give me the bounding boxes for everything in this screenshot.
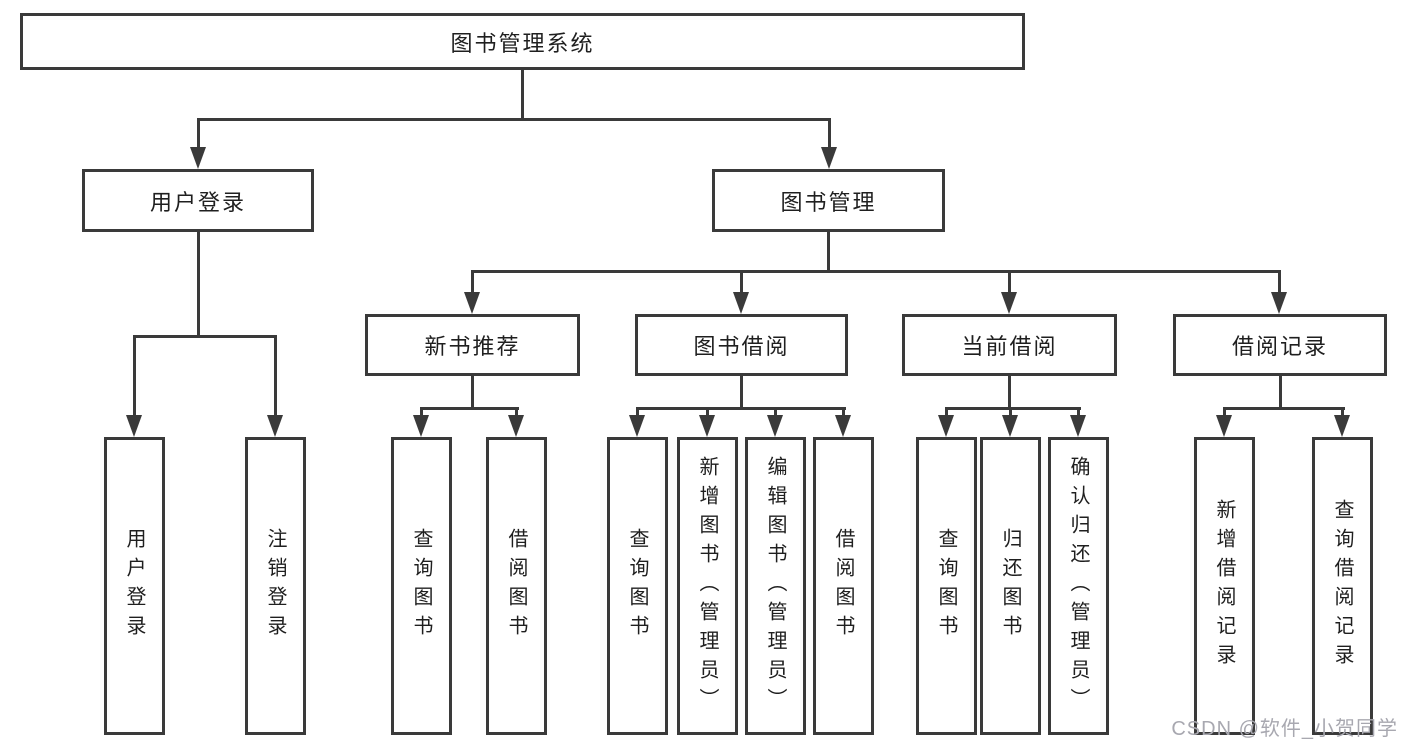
connector-arrowhead	[1002, 415, 1018, 437]
connector-arrowhead	[1216, 415, 1232, 437]
connector-arrowhead	[1001, 292, 1017, 314]
connector-line	[471, 270, 1281, 273]
connector-line	[706, 407, 709, 417]
leaf-query-books-current: 查询图书	[916, 437, 977, 735]
leaf-query-borrow-record: 查询借阅记录	[1312, 437, 1373, 735]
leaf-add-borrow-record: 新增借阅记录	[1194, 437, 1255, 735]
connector-arrowhead	[464, 292, 480, 314]
node-borrowing-records: 借阅记录	[1173, 314, 1387, 376]
connector-line	[197, 232, 200, 335]
connector-line	[274, 335, 277, 417]
connector-arrowhead	[413, 415, 429, 437]
connector-line	[842, 407, 845, 417]
connector-arrowhead	[699, 415, 715, 437]
connector-arrowhead	[767, 415, 783, 437]
leaf-borrow-books: 借阅图书	[813, 437, 874, 735]
connector-line	[1223, 407, 1345, 410]
connector-line	[133, 335, 136, 417]
connector-arrowhead	[1271, 292, 1287, 314]
connector-line	[740, 376, 743, 407]
connector-line	[827, 232, 830, 270]
connector-line	[636, 407, 639, 417]
connector-line	[420, 407, 519, 410]
connector-arrowhead	[821, 147, 837, 169]
connector-line	[828, 118, 831, 150]
leaf-query-books-borrowing: 查询图书	[607, 437, 668, 735]
connector-line	[1008, 270, 1011, 294]
connector-line	[515, 407, 518, 417]
leaf-add-books-admin: 新增图书（管理员）	[677, 437, 738, 735]
connector-line	[197, 118, 831, 121]
connector-arrowhead	[733, 292, 749, 314]
csdn-watermark: CSDN @软件_小贺同学	[1171, 718, 1398, 740]
leaf-logout: 注销登录	[245, 437, 306, 735]
node-book-borrowing: 图书借阅	[635, 314, 848, 376]
node-book-management: 图书管理	[712, 169, 945, 232]
connector-line	[521, 70, 524, 118]
connector-line	[1341, 407, 1344, 417]
connector-arrowhead	[835, 415, 851, 437]
leaf-confirm-return-admin: 确认归还（管理员）	[1048, 437, 1109, 735]
connector-arrowhead	[190, 147, 206, 169]
leaf-user-login: 用户登录	[104, 437, 165, 735]
connector-arrowhead	[126, 415, 142, 437]
connector-line	[945, 407, 948, 417]
node-new-book-recommend: 新书推荐	[365, 314, 580, 376]
connector-arrowhead	[938, 415, 954, 437]
node-user-login: 用户登录	[82, 169, 314, 232]
leaf-query-books-recommend: 查询图书	[391, 437, 452, 735]
connector-arrowhead	[1070, 415, 1086, 437]
connector-line	[1223, 407, 1226, 417]
connector-arrowhead	[508, 415, 524, 437]
connector-line	[420, 407, 423, 417]
connector-arrowhead	[267, 415, 283, 437]
connector-line	[1278, 270, 1281, 294]
connector-line	[197, 118, 200, 150]
connector-line	[1077, 407, 1080, 417]
connector-line	[1008, 376, 1011, 407]
node-library-system: 图书管理系统	[20, 13, 1025, 70]
connector-line	[133, 335, 277, 338]
leaf-return-books: 归还图书	[980, 437, 1041, 735]
leaf-edit-books-admin: 编辑图书（管理员）	[745, 437, 806, 735]
node-current-borrowing: 当前借阅	[902, 314, 1117, 376]
connector-arrowhead	[629, 415, 645, 437]
leaf-borrow-books-recommend: 借阅图书	[486, 437, 547, 735]
connector-line	[1279, 376, 1282, 407]
connector-line	[740, 270, 743, 294]
connector-line	[774, 407, 777, 417]
connector-arrowhead	[1334, 415, 1350, 437]
connector-line	[636, 407, 846, 410]
connector-line	[471, 376, 474, 407]
connector-line	[945, 407, 1081, 410]
connector-line	[1009, 407, 1012, 417]
connector-line	[471, 270, 474, 294]
